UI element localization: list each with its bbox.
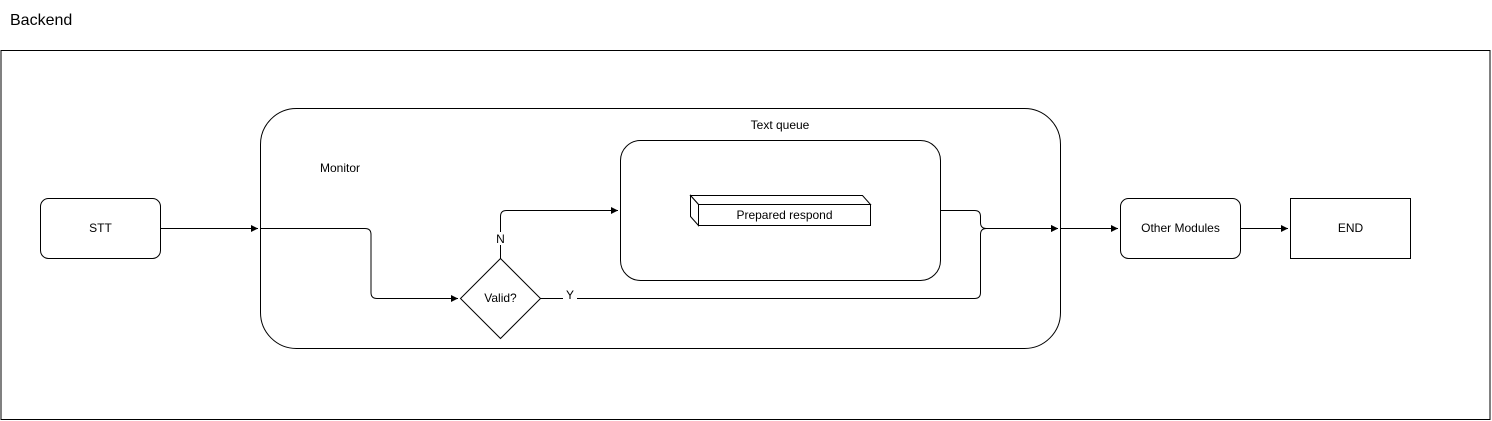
stt-label: STT [89, 221, 112, 235]
valid-label: Valid? [484, 291, 517, 305]
edge-no-label: N [496, 232, 505, 246]
diagram-title: Backend [10, 12, 72, 29]
text-queue-label: Text queue [751, 118, 810, 132]
end-label: END [1338, 221, 1364, 235]
edge-yes-label: Y [566, 288, 574, 302]
edge-valid-yes-to-output [540, 225, 1058, 299]
edge-no-label-bg [494, 232, 507, 245]
monitor-label: Monitor [320, 161, 360, 175]
edge-valid-no-to-queue [500, 207, 618, 259]
prepared-respond-box: Prepared respond [689, 194, 872, 227]
prepared-respond-label: Prepared respond [736, 208, 832, 222]
valid-decision [459, 257, 542, 340]
end-node [1290, 198, 1411, 259]
edge-monitor-to-valid [260, 228, 458, 302]
edge-yes-label-bg [563, 288, 577, 300]
edge-queue-to-output [940, 210, 1058, 232]
other-modules-label: Other Modules [1141, 221, 1220, 235]
